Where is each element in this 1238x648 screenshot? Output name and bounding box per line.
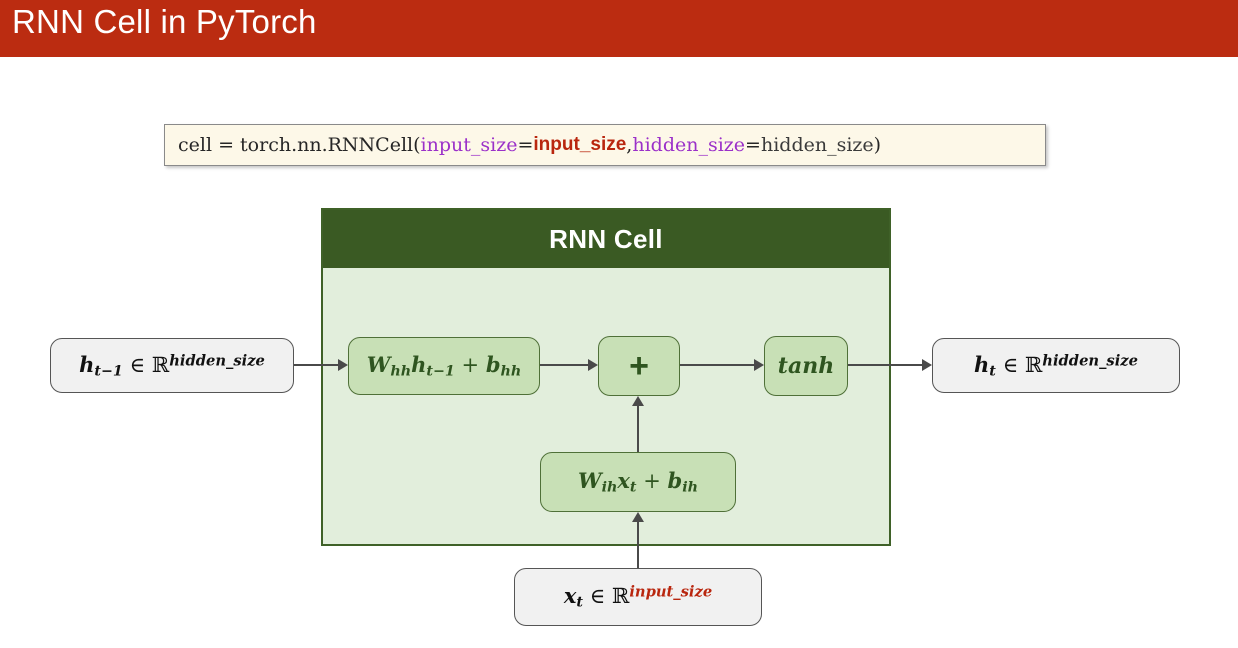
code-value-hidden-size: hidden_size [760, 134, 874, 156]
code-equals-2: = [745, 134, 761, 156]
rnn-cell-header-label: RNN Cell [549, 223, 663, 254]
arrow-whh-to-sum-head [588, 359, 598, 371]
code-keyword-input-size: input_size [420, 134, 518, 156]
arrow-wih-to-sum-head [632, 396, 644, 406]
node-w-ih-label: Wihxt + bih [578, 468, 698, 496]
arrow-sum-to-tanh [680, 364, 754, 366]
arrow-xin-to-wih-head [632, 512, 644, 522]
code-callout: cell = torch.nn.RNNCell(input_size=input… [164, 124, 1046, 166]
code-value-input-size: input_size [533, 134, 627, 155]
node-h-prev-label: ht−1 ∈ ℝhidden_size [79, 351, 265, 380]
code-equals-1: = [517, 134, 534, 156]
arrow-hprev-to-whh [294, 364, 338, 366]
code-comma: , [626, 134, 633, 156]
node-w-hh: Whhht−1 + bhh [348, 337, 540, 395]
node-x-in-label: xt ∈ ℝinput_size [563, 583, 713, 611]
slide-title-bar: RNN Cell in PyTorch [0, 0, 1238, 57]
page-title: RNN Cell in PyTorch [12, 3, 317, 40]
node-w-ih: Wihxt + bih [540, 452, 736, 512]
node-tanh: tanh [764, 336, 848, 396]
code-suffix: ) [873, 134, 882, 156]
arrow-tanh-to-hout [848, 364, 922, 366]
node-h-out: ht ∈ ℝhidden_size [932, 338, 1180, 393]
arrow-whh-to-sum [540, 364, 588, 366]
arrow-hprev-to-whh-head [338, 359, 348, 371]
node-h-out-label: ht ∈ ℝhidden_size [974, 351, 1138, 380]
code-keyword-hidden-size: hidden_size [632, 134, 746, 156]
node-tanh-label: tanh [777, 353, 835, 379]
arrow-tanh-to-hout-head [922, 359, 932, 371]
arrow-wih-to-sum [637, 404, 639, 452]
arrow-xin-to-wih [637, 522, 639, 568]
rnn-cell-header: RNN Cell [323, 210, 889, 268]
node-w-hh-label: Whhht−1 + bhh [366, 352, 522, 380]
node-x-in: xt ∈ ℝinput_size [514, 568, 762, 626]
code-prefix: cell = torch.nn.RNNCell( [178, 134, 421, 156]
node-sum: + [598, 336, 680, 396]
arrow-sum-to-tanh-head [754, 359, 764, 371]
node-h-prev: ht−1 ∈ ℝhidden_size [50, 338, 294, 393]
node-sum-label: + [629, 347, 649, 385]
